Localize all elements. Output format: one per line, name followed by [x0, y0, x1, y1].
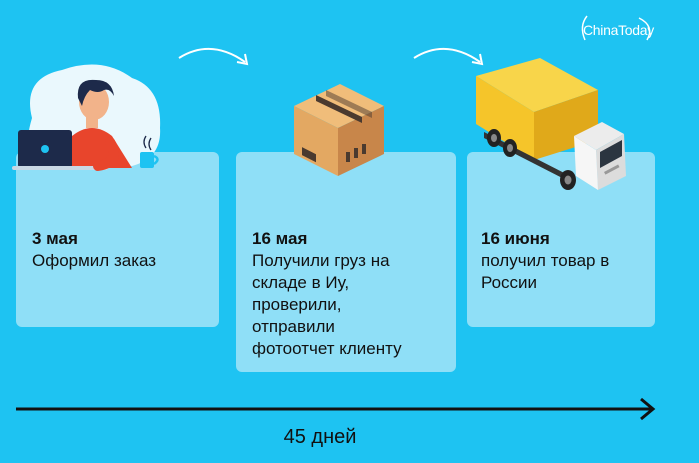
step-card-order: 3 мая Оформил заказ — [16, 152, 219, 327]
brand-logo: ChinaToday — [581, 15, 654, 41]
timeline-arrow-icon — [16, 397, 656, 421]
step-description: получил товар в России — [481, 251, 610, 292]
step-description: Получили груз на складе в Иу, проверили,… — [252, 251, 402, 358]
truck-icon — [476, 58, 626, 190]
step-card-delivered: 16 июня получил товар в России — [467, 152, 655, 327]
logo-swoosh-icon — [581, 15, 651, 41]
box-icon — [294, 84, 384, 176]
person-laptop-icon — [12, 64, 161, 171]
step-date: 16 мая — [252, 229, 308, 248]
timeline-label: 45 дней — [283, 426, 357, 448]
logo-text: ChinaToday — [583, 22, 654, 38]
curved-arrow-icon — [413, 47, 484, 66]
step-card-warehouse: 16 мая Получили груз на складе в Иу, про… — [236, 152, 456, 372]
step-date: 16 июня — [481, 229, 550, 248]
curved-arrow-icon — [178, 47, 249, 66]
step-description: Оформил заказ — [32, 251, 157, 270]
step-date: 3 мая — [32, 229, 78, 248]
